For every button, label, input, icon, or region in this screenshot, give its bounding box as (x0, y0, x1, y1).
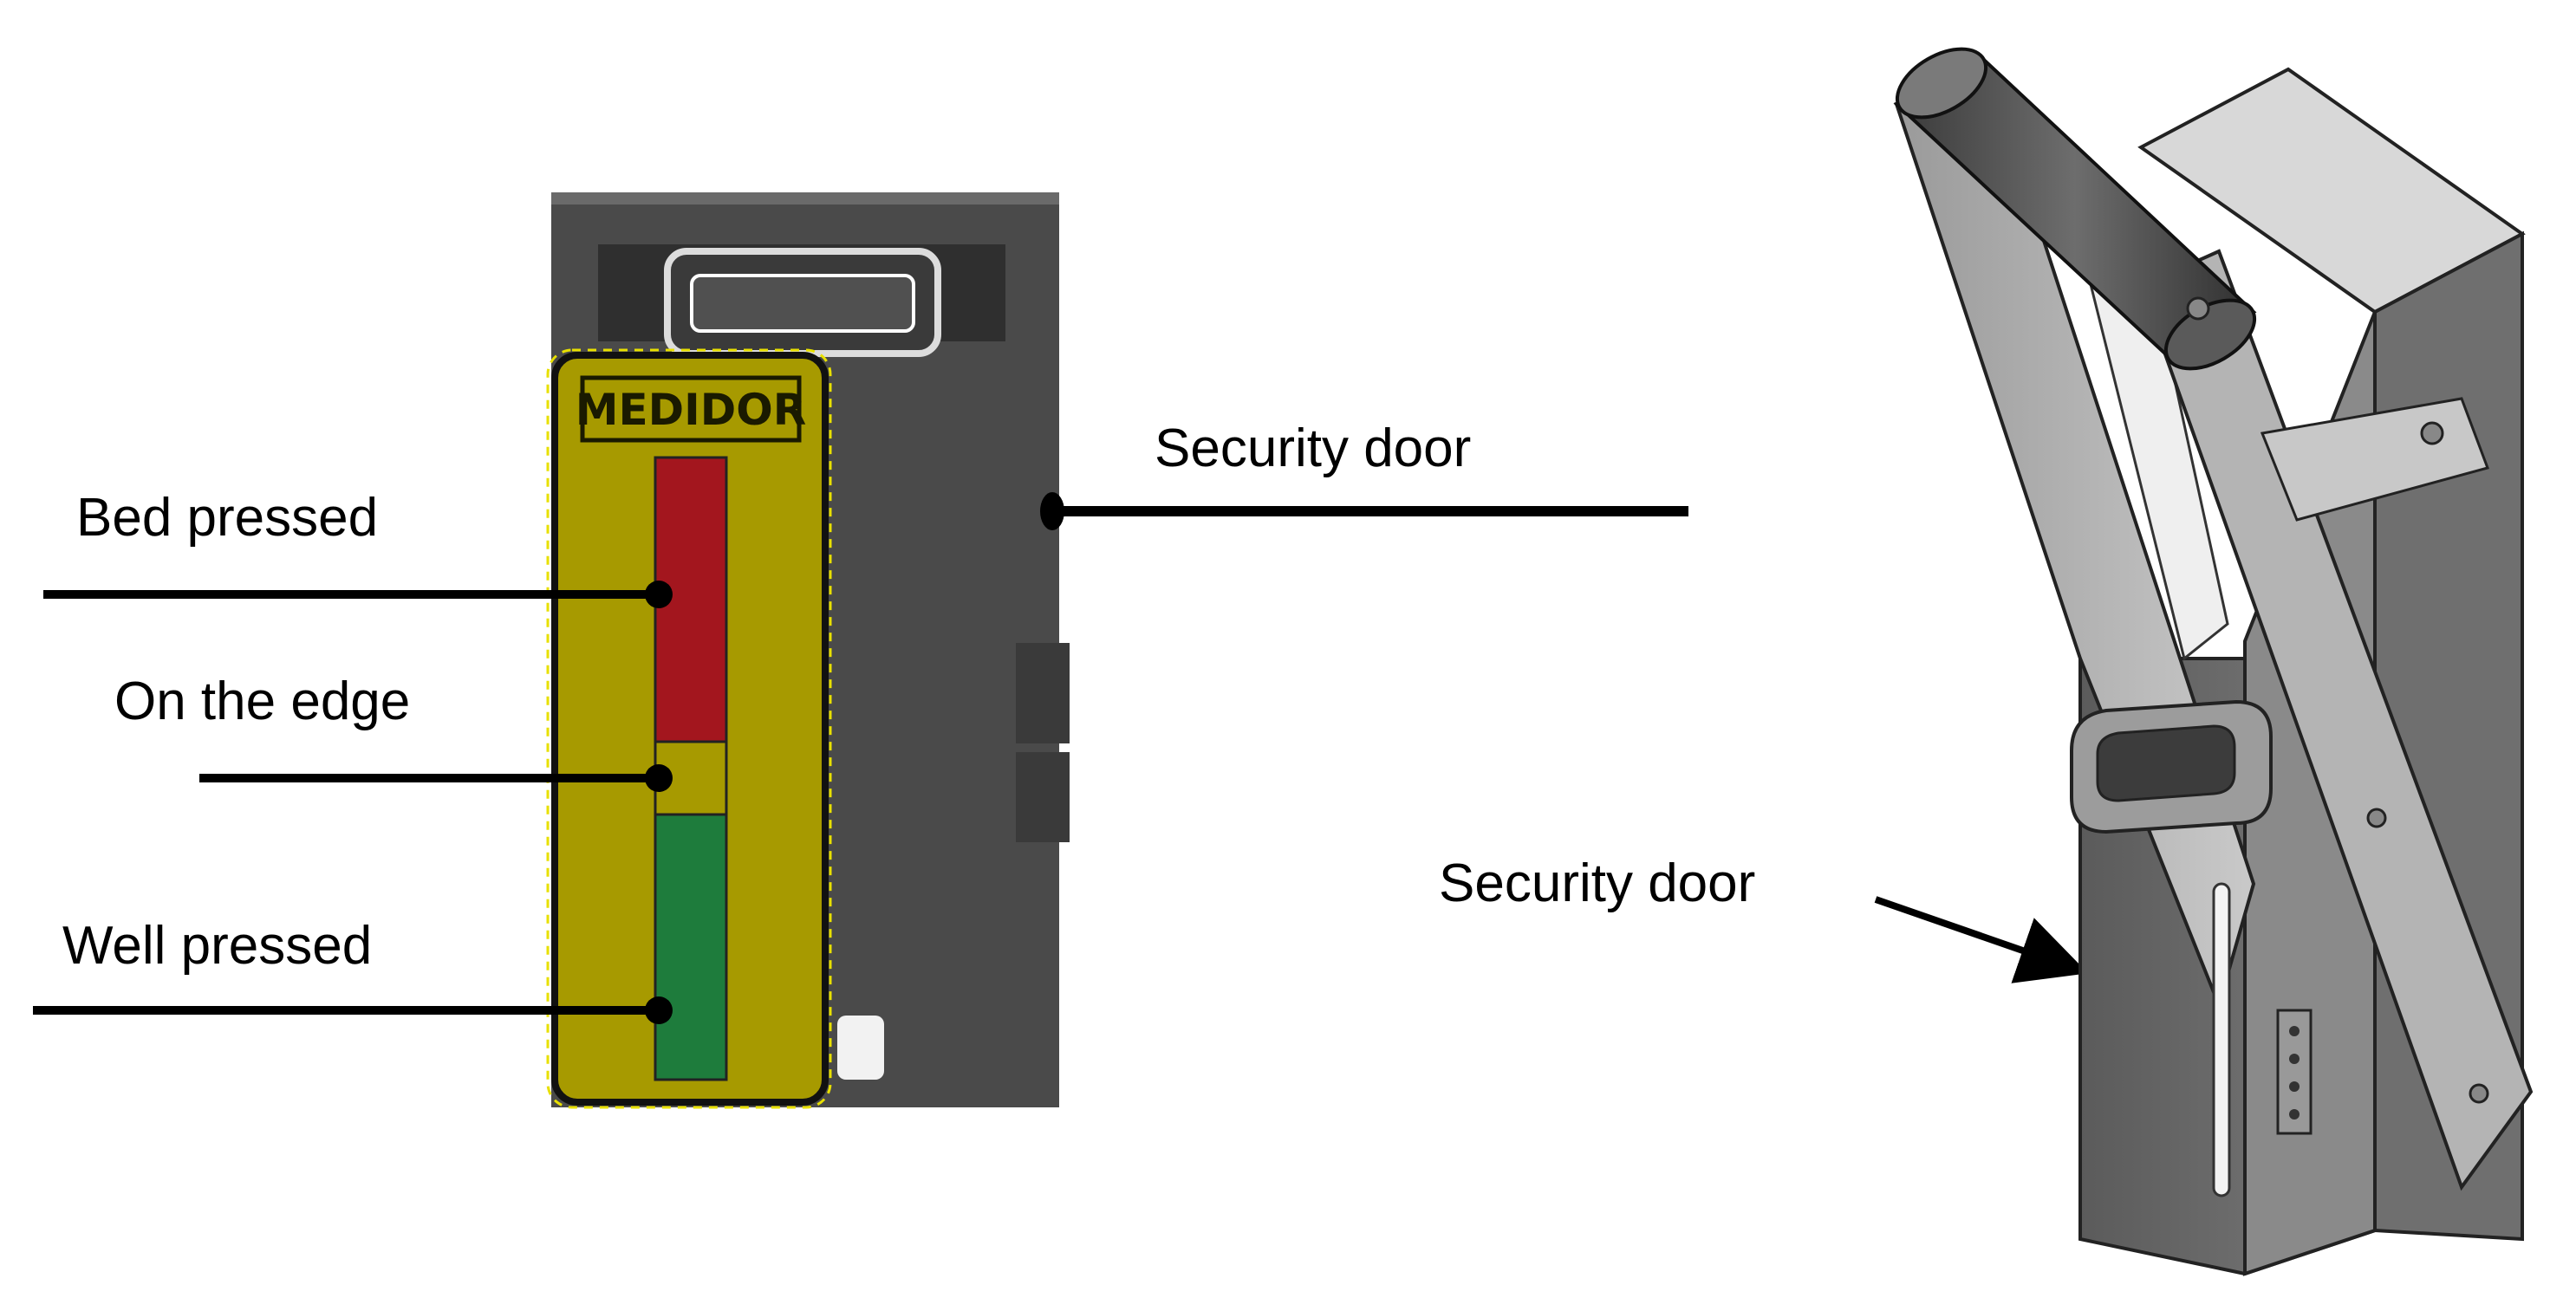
label-security-door-iso: Security door (1439, 853, 1755, 913)
brand-label: MEDIDOR (576, 385, 807, 435)
label-on-the-edge: On the edge (114, 672, 410, 731)
label-bed-pressed: Bed pressed (76, 488, 378, 548)
zone-good (654, 813, 728, 1081)
handle-recess (598, 244, 1005, 357)
leader-bed-pressed (43, 581, 673, 608)
leader-on-the-edge (199, 764, 673, 792)
iso-handle (1893, 47, 2257, 371)
isometric-device-icon (1893, 47, 2534, 1276)
iso-side-handle (2070, 699, 2273, 834)
side-button-upper (1016, 643, 1070, 743)
leader-well-pressed (33, 996, 673, 1024)
label-security-door-front: Security door (1155, 419, 1471, 478)
arrow-security-door-iso (1874, 896, 2089, 983)
bottom-latch (837, 1016, 884, 1080)
side-button-lower (1016, 752, 1070, 842)
front-view-device-icon: MEDIDOR (546, 192, 1070, 1109)
leader-security-door-front (1040, 492, 1688, 530)
label-well-pressed: Well pressed (62, 916, 372, 976)
brand-box (580, 375, 802, 443)
